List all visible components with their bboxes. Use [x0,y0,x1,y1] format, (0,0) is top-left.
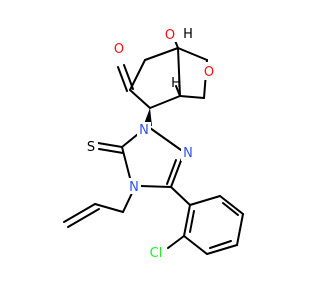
bond [67,208,100,228]
bond [219,195,244,215]
hydrogen-mid-label: H [171,76,181,91]
bond [183,235,208,255]
bond [206,244,238,255]
bond [63,203,96,223]
bond [170,186,191,206]
chlorine-label: Cl [150,246,163,261]
ketone-oxygen-label: O [114,42,124,57]
ketone-double-bond [117,64,134,92]
bond [189,210,195,233]
bond [189,195,221,206]
bond [149,95,181,109]
allyl-bonds [63,190,134,228]
bond [179,95,205,99]
bond [98,148,124,154]
bond [97,142,123,148]
bond [236,213,244,246]
bond [139,185,172,188]
bicyclic-bonds [129,37,208,109]
bond [166,159,177,185]
bond [123,64,134,90]
bond [175,85,181,97]
bond [122,190,134,213]
nitrogen-4-label: N [129,180,139,195]
thione-double-bond [97,142,124,154]
hydrogen-top-label: H [183,27,193,42]
chlorophenyl-bonds [167,186,244,255]
bond [170,157,183,188]
bond [167,235,185,249]
wedge-bond [144,108,152,126]
bond [222,202,239,216]
chemical-structure: O O O S N N N Cl H H [63,24,244,261]
oxygen-ring-label: O [204,65,214,80]
sulfur-label: S [87,140,95,155]
bond [209,240,232,249]
bond [149,127,182,151]
oxygen-bridge-label: O [165,28,175,43]
bond [144,47,179,61]
nitrogen-1-label: N [139,123,149,138]
bond [94,203,124,213]
bond [177,47,181,97]
bond [121,146,131,179]
bond [183,204,191,237]
atom-labels: O O O S N N N Cl H H [84,24,218,261]
bond [129,89,151,109]
bond [117,66,128,92]
bond [177,47,208,61]
nitrogen-2-label: N [183,146,193,161]
